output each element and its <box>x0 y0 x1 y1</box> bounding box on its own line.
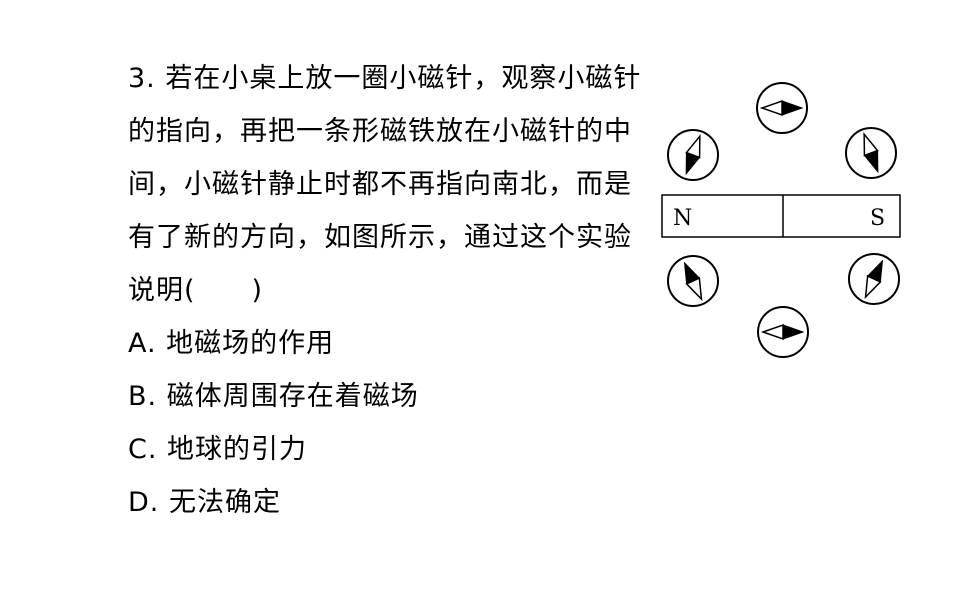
option-b-text: 磁体周围存在着磁场 <box>166 381 419 412</box>
bar-magnet: N S <box>661 194 901 238</box>
question-line-1: 3. 若在小桌上放一圈小磁针，观察小磁针 <box>128 63 642 94</box>
compass-needle-icon <box>756 82 808 134</box>
compass-needle-icon <box>667 129 719 181</box>
magnet-diagram: N S <box>661 82 901 358</box>
option-d-letter: D. <box>128 487 160 518</box>
question-line-5: 说明( ) <box>128 275 264 306</box>
compass-needle-icon <box>757 306 809 358</box>
question-line-3: 间，小磁针静止时都不再指向南北，而是 <box>128 169 632 200</box>
option-a[interactable]: A. 地磁场的作用 <box>128 317 658 370</box>
compass-needle-icon <box>848 253 900 305</box>
magnet-south-label: S <box>870 206 885 231</box>
option-c[interactable]: C. 地球的引力 <box>128 423 658 476</box>
option-b[interactable]: B. 磁体周围存在着磁场 <box>128 370 658 423</box>
option-d[interactable]: D. 无法确定 <box>128 476 658 529</box>
option-b-letter: B. <box>128 381 158 412</box>
compass-needle-icon <box>845 127 897 179</box>
question-line-2: 的指向，再把一条形磁铁放在小磁针的中 <box>128 116 632 147</box>
options-list: A. 地磁场的作用 B. 磁体周围存在着磁场 C. 地球的引力 D. 无法确定 <box>128 317 658 529</box>
option-c-letter: C. <box>128 434 158 465</box>
magnet-north-label: N <box>673 206 692 231</box>
question-line-4: 有了新的方向，如图所示，通过这个实验 <box>128 222 632 253</box>
option-d-text: 无法确定 <box>168 487 281 518</box>
option-a-text: 地磁场的作用 <box>166 328 335 359</box>
compass-needle-icon <box>667 255 719 307</box>
option-a-letter: A. <box>128 328 157 359</box>
question-block: 3. 若在小桌上放一圈小磁针，观察小磁针 的指向，再把一条形磁铁放在小磁针的中 … <box>128 52 658 529</box>
option-c-text: 地球的引力 <box>167 434 308 465</box>
magnet-figure: N S <box>655 80 910 365</box>
